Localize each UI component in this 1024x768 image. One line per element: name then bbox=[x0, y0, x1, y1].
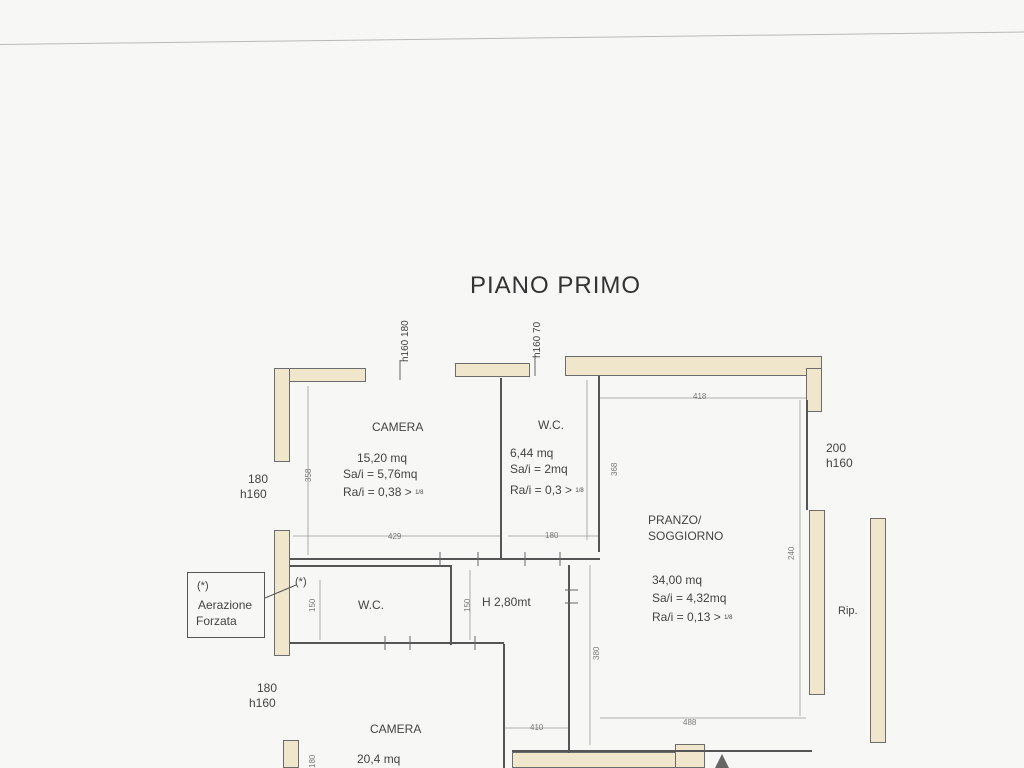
floor-title: PIANO PRIMO bbox=[470, 272, 642, 299]
opening-label-top-2: h160 70 bbox=[532, 321, 543, 358]
dim-wc-2-depth: 150 bbox=[308, 598, 317, 612]
room-soggiorno-name-2: SOGGIORNO bbox=[648, 529, 724, 543]
room-height-label: H 2,80mt bbox=[482, 595, 531, 609]
room-soggiorno-sa: Sa/i = 4,32mq bbox=[652, 591, 727, 605]
opening-label-right-h: h160 bbox=[826, 456, 853, 470]
room-camera-1-ra: Ra/i = 0,38 > 1/8 bbox=[343, 485, 424, 499]
room-wc-1-ra: Ra/i = 0,3 > 1/8 bbox=[510, 483, 584, 497]
wall-top-mid bbox=[455, 363, 530, 377]
wall-rip-left bbox=[809, 510, 825, 695]
ventilation-note-box bbox=[187, 572, 265, 638]
note-marker: (*) bbox=[295, 576, 307, 588]
opening-label-left-2-h: h160 bbox=[249, 696, 276, 710]
room-camera-1-area: 15,20 mq bbox=[357, 451, 408, 465]
note-line-1: Aerazione bbox=[198, 598, 253, 612]
dim-camera-1-width: 429 bbox=[388, 532, 402, 541]
dim-soggiorno-top: 418 bbox=[693, 392, 707, 401]
note-line-2: Forzata bbox=[196, 614, 237, 628]
dim-camera-1-depth: 358 bbox=[304, 468, 313, 482]
opening-label-top-1: h160 180 bbox=[400, 320, 411, 362]
room-wc-1-area: 6,44 mq bbox=[510, 446, 554, 460]
opening-label-left-1-h: h160 bbox=[240, 487, 267, 501]
dim-hall-width: 410 bbox=[530, 723, 544, 732]
partition-wc-small-bottom bbox=[290, 642, 504, 644]
wall-right bbox=[806, 368, 822, 412]
dim-soggiorno-bottom: 488 bbox=[683, 718, 697, 727]
wall-left-top bbox=[274, 368, 290, 462]
wall-rip-right bbox=[870, 518, 886, 743]
partition-wc-small-right bbox=[450, 565, 452, 645]
room-wc-1-sa: Sa/i = 2mq bbox=[510, 462, 568, 476]
room-camera-1-sa: Sa/i = 5,76mq bbox=[343, 467, 418, 481]
partition-camera-wc bbox=[500, 378, 502, 560]
dim-wc-1-width: 180 bbox=[545, 531, 559, 540]
dim-wc-1-depth: 368 bbox=[610, 462, 619, 476]
dim-camera-2-depth: 180 bbox=[308, 754, 317, 768]
room-wc-2-name: W.C. bbox=[358, 598, 384, 612]
opening-label-right-w: 200 bbox=[826, 441, 847, 455]
note-star: (*) bbox=[197, 580, 209, 592]
partition-soggiorno-right bbox=[806, 400, 808, 510]
opening-label-left-2-w: 180 bbox=[257, 681, 278, 695]
room-rip-name: Rip. bbox=[838, 605, 858, 617]
opening-label-left-1-w: 180 bbox=[248, 472, 269, 486]
room-soggiorno-area: 34,00 mq bbox=[652, 573, 703, 587]
partition-wc-small-top bbox=[290, 565, 450, 567]
room-wc-1-name: W.C. bbox=[538, 418, 564, 432]
room-soggiorno-ra: Ra/i = 0,13 > 1/8 bbox=[652, 610, 733, 624]
room-camera-1-name: CAMERA bbox=[372, 420, 424, 434]
partition-hall-bottom bbox=[512, 750, 812, 752]
dim-hall-width-vert: 150 bbox=[463, 598, 472, 612]
wall-top-right bbox=[565, 356, 822, 376]
partition-horizontal-top bbox=[290, 558, 600, 560]
wall-left-mid bbox=[274, 530, 290, 656]
room-soggiorno-name-1: PRANZO/ bbox=[648, 513, 702, 527]
partition-wc-soggiorno bbox=[598, 376, 600, 552]
dim-soggiorno-depth: 240 bbox=[787, 546, 796, 560]
partition-camera2-right bbox=[503, 644, 505, 768]
wall-bottom-right bbox=[675, 744, 705, 768]
partition-hall-right bbox=[568, 565, 570, 753]
room-camera-2-area: 20,4 mq bbox=[357, 752, 401, 766]
dim-hall-depth: 380 bbox=[592, 646, 601, 660]
room-camera-2-name: CAMERA bbox=[370, 722, 422, 736]
